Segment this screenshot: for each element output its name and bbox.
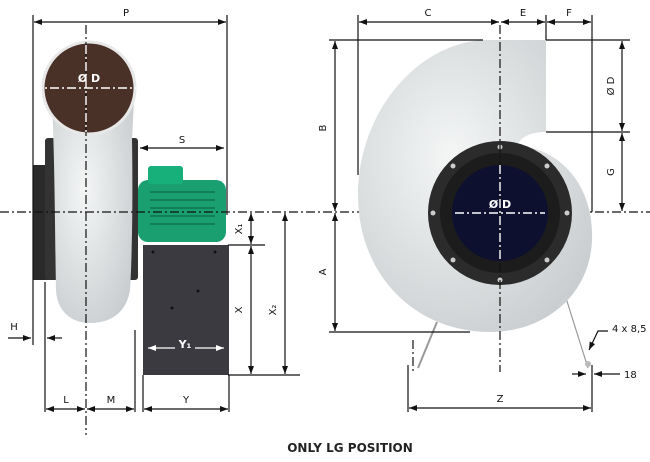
dim-foot-18: 18 bbox=[624, 370, 637, 381]
dim-H: H bbox=[10, 322, 18, 333]
dim-S: S bbox=[179, 135, 185, 146]
dim-outlet-D: Ø D bbox=[605, 76, 617, 95]
side-view: Ø D P S X₁ X X₂ Y₁ Y L M H bbox=[8, 8, 300, 435]
dim-P: P bbox=[123, 8, 129, 19]
dim-B: B bbox=[318, 124, 329, 131]
motor-terminal-box bbox=[148, 166, 183, 184]
caption: ONLY LG POSITION bbox=[287, 441, 413, 455]
side-outlet-diameter-label: Ø D bbox=[78, 72, 100, 85]
motor-body bbox=[138, 180, 226, 242]
front-view: Ø D C E F B A Ø D G Z 4 x 8,5 bbox=[318, 8, 647, 412]
dim-E: E bbox=[520, 8, 526, 19]
dim-F: F bbox=[566, 8, 572, 19]
dim-M: M bbox=[107, 395, 116, 406]
dim-holes: 4 x 8,5 bbox=[612, 324, 647, 335]
dim-X: X bbox=[234, 306, 245, 313]
dim-A: A bbox=[318, 268, 329, 275]
dim-L: L bbox=[63, 395, 69, 406]
dim-X1: X₁ bbox=[234, 224, 245, 235]
dim-Y: Y bbox=[182, 395, 190, 406]
motor-base bbox=[143, 245, 229, 375]
dim-Z: Z bbox=[497, 394, 504, 405]
dim-Y1: Y₁ bbox=[178, 338, 192, 351]
dim-X2: X₂ bbox=[268, 305, 279, 316]
inlet-diameter-label: Ø D bbox=[489, 198, 511, 211]
dim-G: G bbox=[606, 168, 617, 176]
flange-bolts bbox=[430, 144, 570, 283]
dim-C: C bbox=[425, 8, 432, 19]
